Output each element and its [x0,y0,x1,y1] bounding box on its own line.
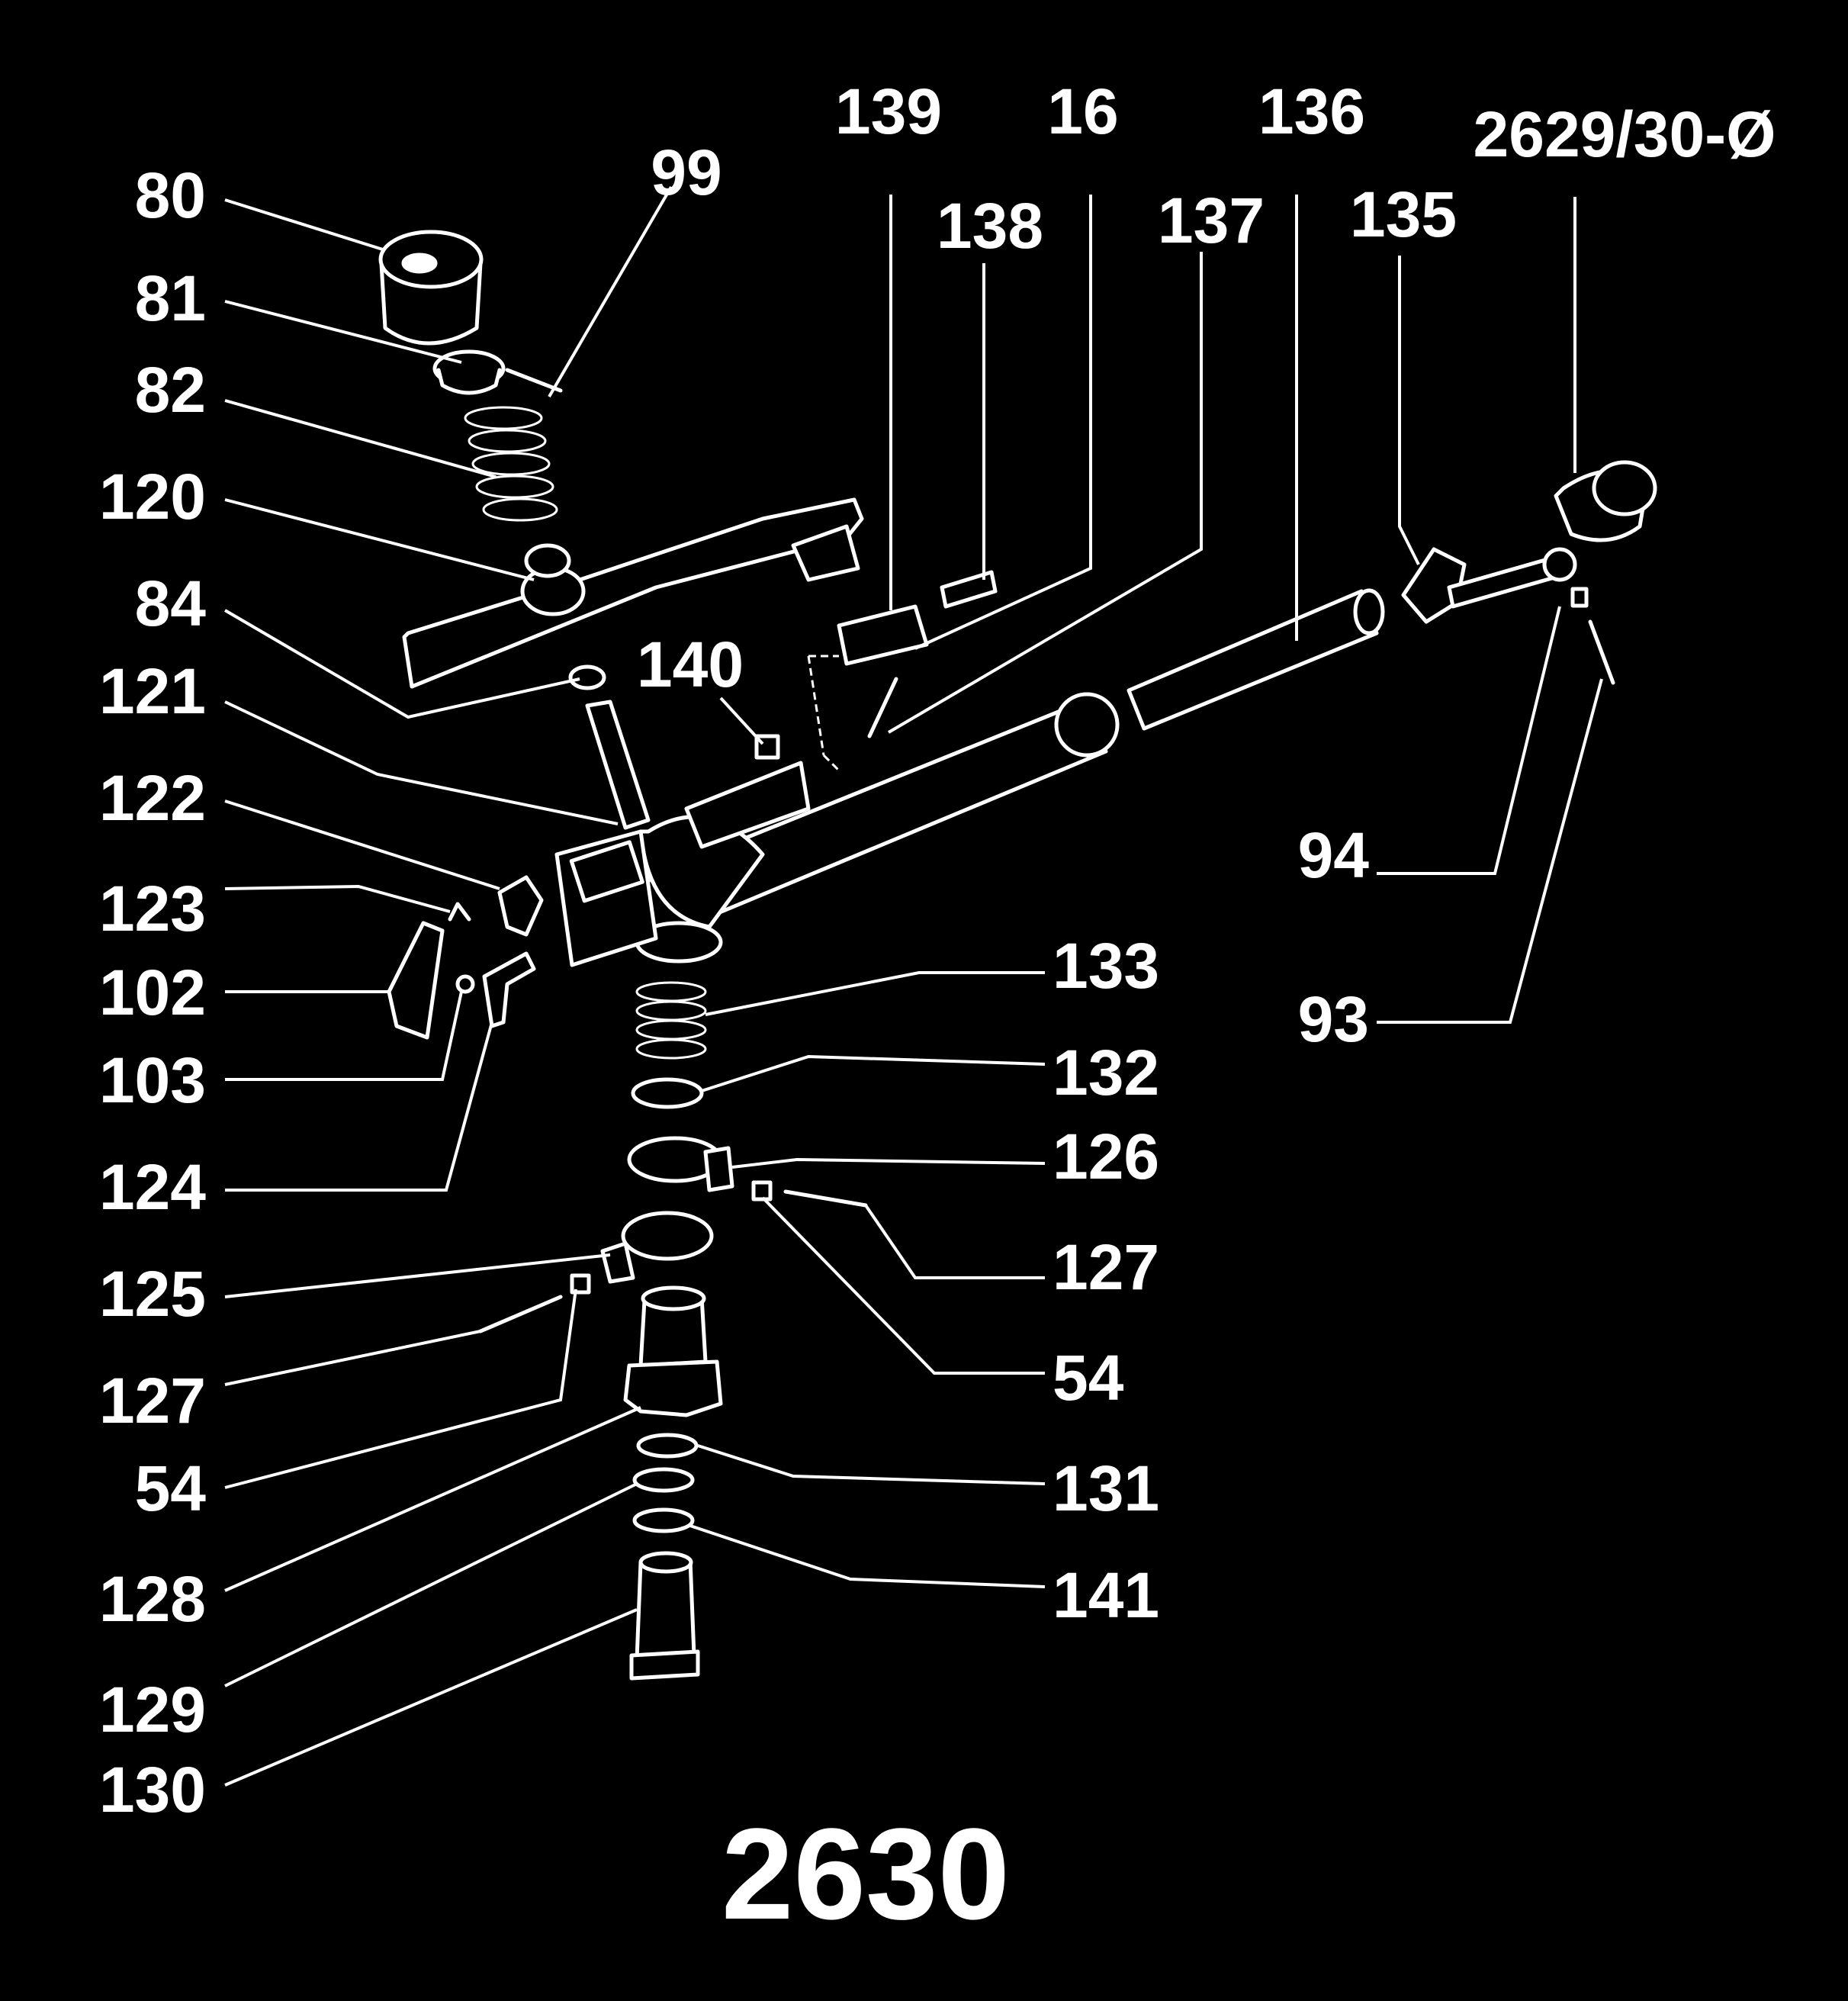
part-135-arm [1401,547,1577,624]
callout-2629-30: 2629/30-Ø [1474,98,1776,170]
diagram-number: 2630 [722,1802,1010,1947]
part-84-washer [568,664,606,690]
part-141-ring [632,1507,695,1533]
part-123 [448,902,471,922]
callout-120: 120 [99,461,206,532]
callout-54-right: 54 [1053,1342,1124,1414]
part-80-cap [378,230,484,346]
callout-125: 125 [99,1258,206,1330]
callout-labels: 80 99 81 82 120 84 121 122 123 102 103 1… [99,76,1776,1826]
part-102-plate [387,921,445,1040]
callout-103: 103 [99,1044,206,1116]
part-120-lever [402,497,864,689]
callout-128: 128 [99,1563,206,1635]
callout-102: 102 [99,957,206,1028]
part-133-spring [635,981,707,1060]
callout-135: 135 [1350,179,1457,250]
part-54-nut-right [751,1180,773,1202]
part-122 [497,875,544,937]
callout-133: 133 [1053,930,1159,1002]
callout-82: 82 [135,354,206,426]
part-131-ring [636,1433,699,1459]
part-103 [455,974,475,994]
part-126-tab [703,1146,734,1192]
part-137-pin [867,677,898,738]
part-138-screw [940,570,998,609]
part-drawings [378,230,1657,1681]
part-body-barrel [554,692,1120,967]
callout-130: 130 [99,1754,206,1826]
callout-132: 132 [1053,1037,1159,1108]
part-136-tube-end [1353,588,1385,635]
part-127-bolt-left [478,1295,563,1333]
part-130-nozzle [629,1551,700,1681]
callout-93: 93 [1298,983,1369,1055]
part-128-hex-fitting [623,1285,723,1417]
part-136-tube [1126,589,1379,731]
callout-127-left: 127 [99,1365,206,1436]
part-93-screw [1588,619,1615,685]
part-2629-cap [1554,460,1657,542]
callout-138: 138 [937,190,1043,262]
part-99-pin [505,368,563,393]
part-81-retainer [432,349,506,395]
callout-99: 99 [651,137,722,208]
callout-122: 122 [99,762,206,834]
callout-139: 139 [835,76,942,147]
callout-127-right: 127 [1053,1231,1159,1303]
callout-84: 84 [135,568,207,639]
part-16-dashed-link [807,655,840,772]
callout-121: 121 [99,655,206,727]
part-125-tab [600,1241,635,1284]
part-121-stem [585,700,651,830]
callout-80: 80 [135,159,206,231]
callout-126: 126 [1053,1121,1159,1192]
callout-94: 94 [1298,819,1370,891]
callout-124: 124 [99,1151,206,1223]
callout-123: 123 [99,873,206,944]
part-54-nut-left [570,1273,591,1295]
callout-136: 136 [1258,76,1365,147]
part-94-grub-screw [1570,587,1589,608]
callout-137: 137 [1158,185,1265,256]
callout-54-left: 54 [135,1452,207,1524]
callout-140: 140 [637,629,744,700]
part-125-clamp-ring [621,1211,714,1261]
callout-129: 129 [99,1674,206,1745]
callout-131: 131 [1053,1452,1159,1524]
part-129-ring [632,1467,695,1493]
callout-81: 81 [135,262,206,334]
callout-16: 16 [1047,76,1118,147]
callout-141: 141 [1053,1559,1159,1631]
part-127-bolt-right [783,1189,868,1208]
part-132-ring [631,1077,704,1109]
part-82-spring [464,406,558,522]
leader-lines [223,185,1603,1787]
